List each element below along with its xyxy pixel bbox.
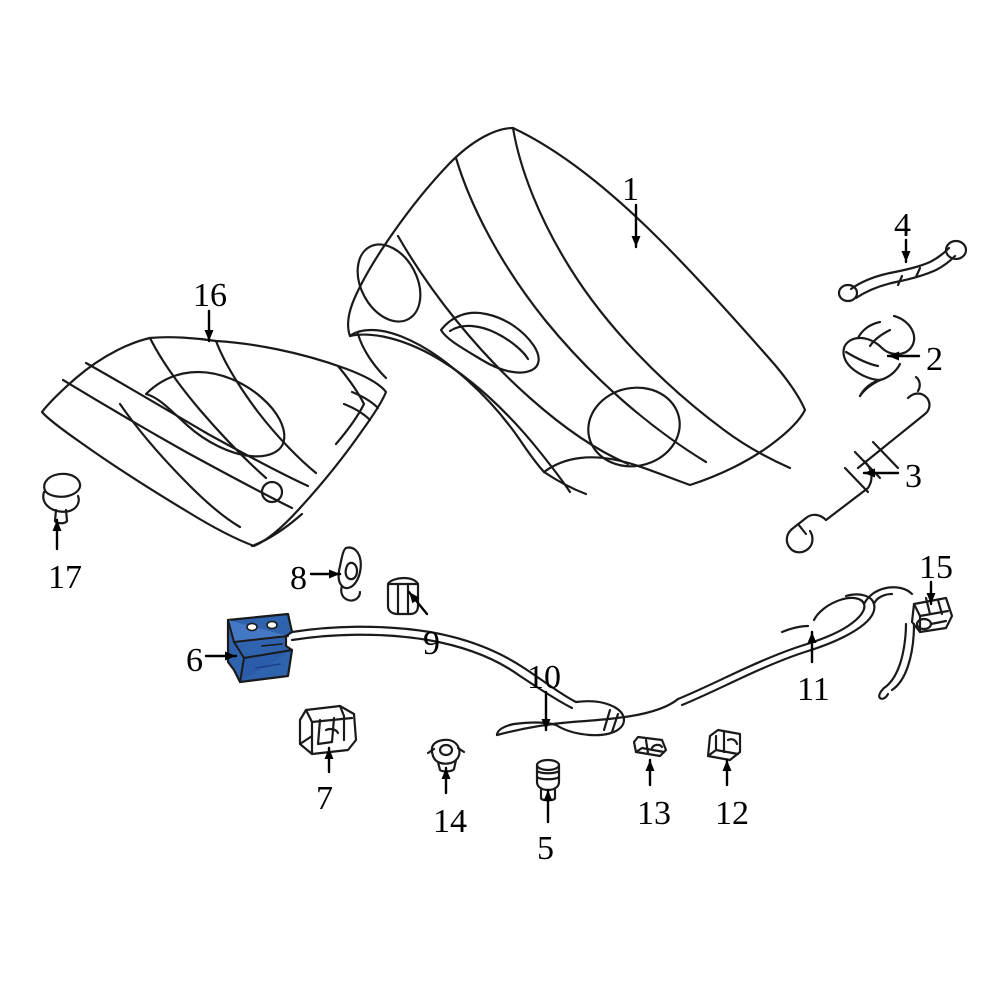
part-latch-7 xyxy=(298,704,358,756)
callout-number-12: 12 xyxy=(715,795,749,832)
callout-number-8: 8 xyxy=(290,560,307,597)
leader-arrow-11 xyxy=(807,632,817,643)
callout-number-15: 15 xyxy=(919,549,953,586)
part-grommet-14 xyxy=(426,738,466,773)
callout-number-9: 9 xyxy=(423,625,440,662)
callout-number-10: 10 xyxy=(527,659,561,696)
callout-number-16: 16 xyxy=(193,277,227,314)
leader-arrow-9 xyxy=(409,592,420,604)
part-cable-10 xyxy=(290,625,810,737)
leader-arrow-5 xyxy=(543,790,553,801)
part-clip-9 xyxy=(386,576,420,616)
part-latch-6-highlighted xyxy=(226,612,294,684)
leader-arrow-12 xyxy=(722,760,732,771)
callout-number-2: 2 xyxy=(926,341,943,378)
callout-number-1: 1 xyxy=(622,171,639,208)
part-hinge-2 xyxy=(842,314,916,398)
leader-arrow-14 xyxy=(441,768,451,779)
leader-arrow-2 xyxy=(888,351,899,361)
leader-arrow-6 xyxy=(225,651,236,661)
callout-number-4: 4 xyxy=(894,207,911,244)
callout-number-6: 6 xyxy=(186,642,203,679)
part-hood-1 xyxy=(346,126,807,496)
leader-arrow-8 xyxy=(329,569,340,579)
leader-arrow-7 xyxy=(324,748,334,759)
leader-arrow-3 xyxy=(864,468,875,478)
leader-arrow-10 xyxy=(541,719,551,730)
leader-arrow-4 xyxy=(901,251,911,262)
part-hood-insulator-16 xyxy=(40,336,388,548)
leader-arrow-1 xyxy=(631,236,641,247)
part-clip-13 xyxy=(632,735,668,758)
leader-arrow-13 xyxy=(645,760,655,771)
part-clip-12 xyxy=(706,728,742,762)
leader-arrow-16 xyxy=(204,330,214,341)
callout-number-3: 3 xyxy=(905,458,922,495)
part-cable-11 xyxy=(780,586,916,700)
callout-number-17: 17 xyxy=(48,559,82,596)
callout-number-5: 5 xyxy=(537,830,554,867)
leader-arrow-15 xyxy=(926,593,936,604)
callout-number-14: 14 xyxy=(433,803,467,840)
leader-arrow-17 xyxy=(52,520,62,531)
callout-number-13: 13 xyxy=(637,795,671,832)
part-bracket-15 xyxy=(910,596,954,634)
part-clip-8 xyxy=(337,546,362,602)
callout-number-7: 7 xyxy=(316,780,333,817)
part-rod-4 xyxy=(837,239,968,303)
callout-number-11: 11 xyxy=(797,671,830,708)
part-clip-17 xyxy=(42,472,82,525)
